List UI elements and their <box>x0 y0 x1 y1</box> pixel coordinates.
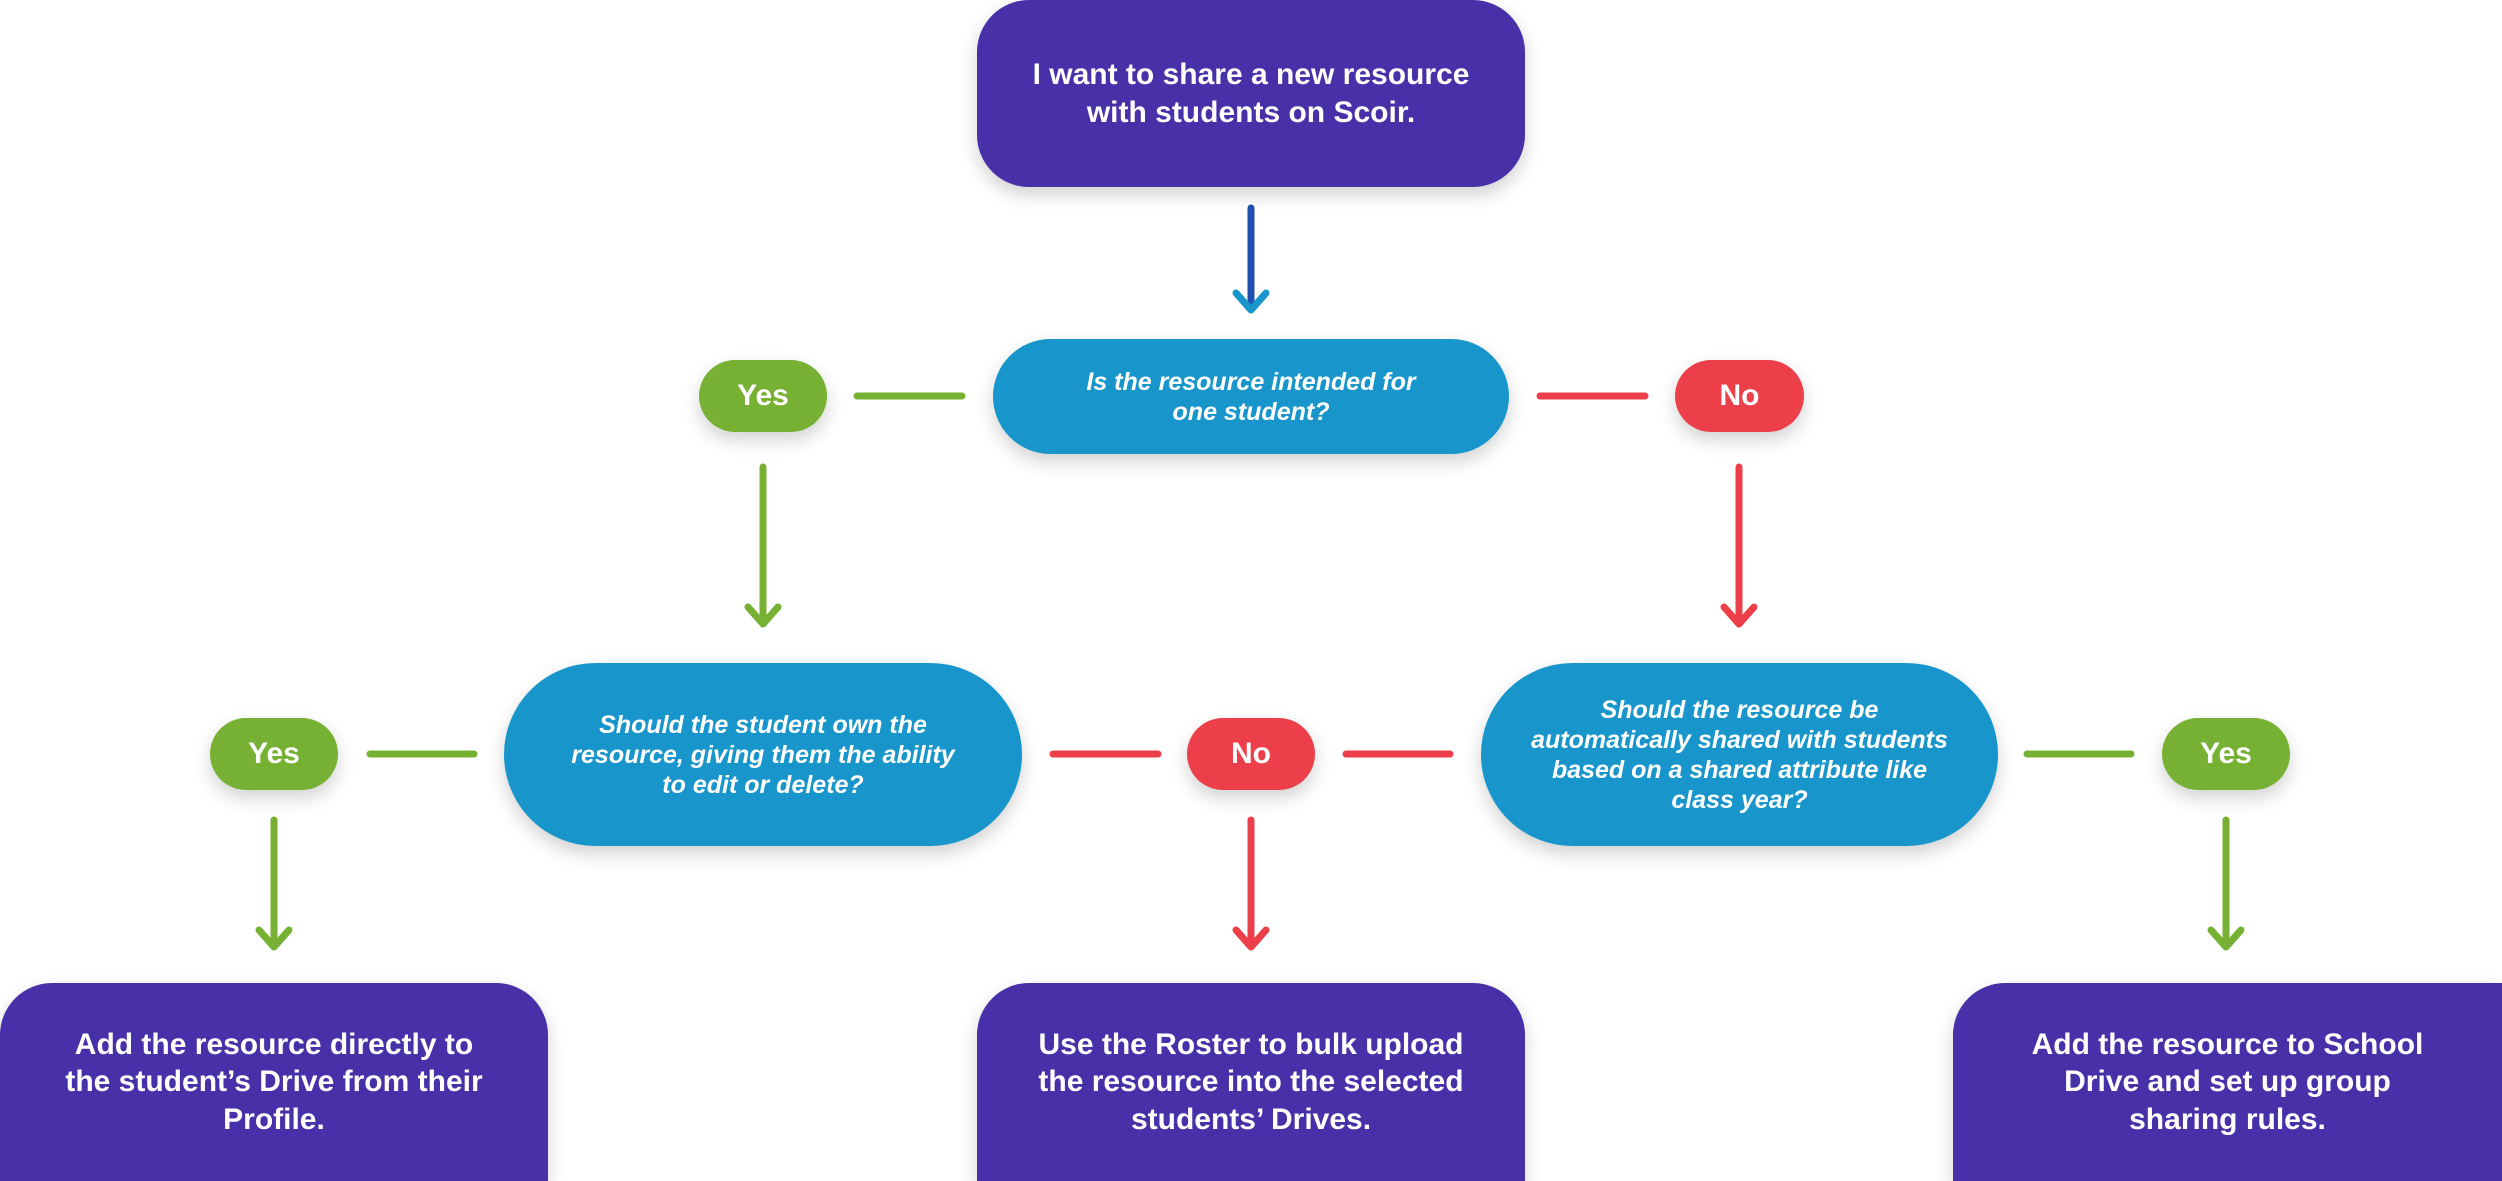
shared-no-label: No <box>1231 737 1271 770</box>
outcome-roster-upload: Use the Roster to bulk upload the resour… <box>977 983 1525 1181</box>
question-auto-share: Should the resource be automatically sha… <box>1481 663 1998 846</box>
outcome-student-drive: Add the resource directly to the student… <box>0 983 548 1181</box>
start-node: I want to share a new resource with stud… <box>977 0 1525 187</box>
question-one-student-text: Is the resource intended for one student… <box>1086 367 1416 426</box>
question-student-ownership: Should the student own the resource, giv… <box>504 663 1022 846</box>
start-node-text: I want to share a new resource with stud… <box>1032 58 1470 129</box>
question-student-ownership-text: Should the student own the resource, giv… <box>571 710 955 799</box>
outcome-roster-upload-text: Use the Roster to bulk upload the resour… <box>1038 1027 1464 1136</box>
q1-yes-label: Yes <box>737 379 789 412</box>
q1-yes-to-q2-arrowhead <box>744 603 782 628</box>
question-auto-share-text: Should the resource be automatically sha… <box>1531 695 1948 814</box>
question-one-student: Is the resource intended for one student… <box>993 339 1509 454</box>
q2-yes-to-drive-arrowhead <box>255 926 293 951</box>
no-to-roster-arrowhead <box>1232 926 1270 951</box>
shared-no-badge: No <box>1187 718 1315 790</box>
outcome-school-drive-text: Add the resource to School Drive and set… <box>2031 1027 2424 1136</box>
q3-yes-label: Yes <box>2200 737 2252 770</box>
q1-no-label: No <box>1719 379 1760 412</box>
start-to-q1-arrowhead <box>1232 289 1270 314</box>
outcome-school-drive: Add the resource to School Drive and set… <box>1953 983 2502 1181</box>
q1-no-badge: No <box>1675 360 1804 432</box>
q1-no-to-q3-arrowhead <box>1720 603 1758 628</box>
q3-yes-to-school-drive-arrowhead <box>2207 926 2245 951</box>
q2-yes-label: Yes <box>248 737 300 770</box>
outcome-student-drive-text: Add the resource directly to the student… <box>65 1027 483 1136</box>
q1-yes-badge: Yes <box>699 360 827 432</box>
q2-yes-badge: Yes <box>210 718 338 790</box>
q3-yes-badge: Yes <box>2162 718 2290 790</box>
